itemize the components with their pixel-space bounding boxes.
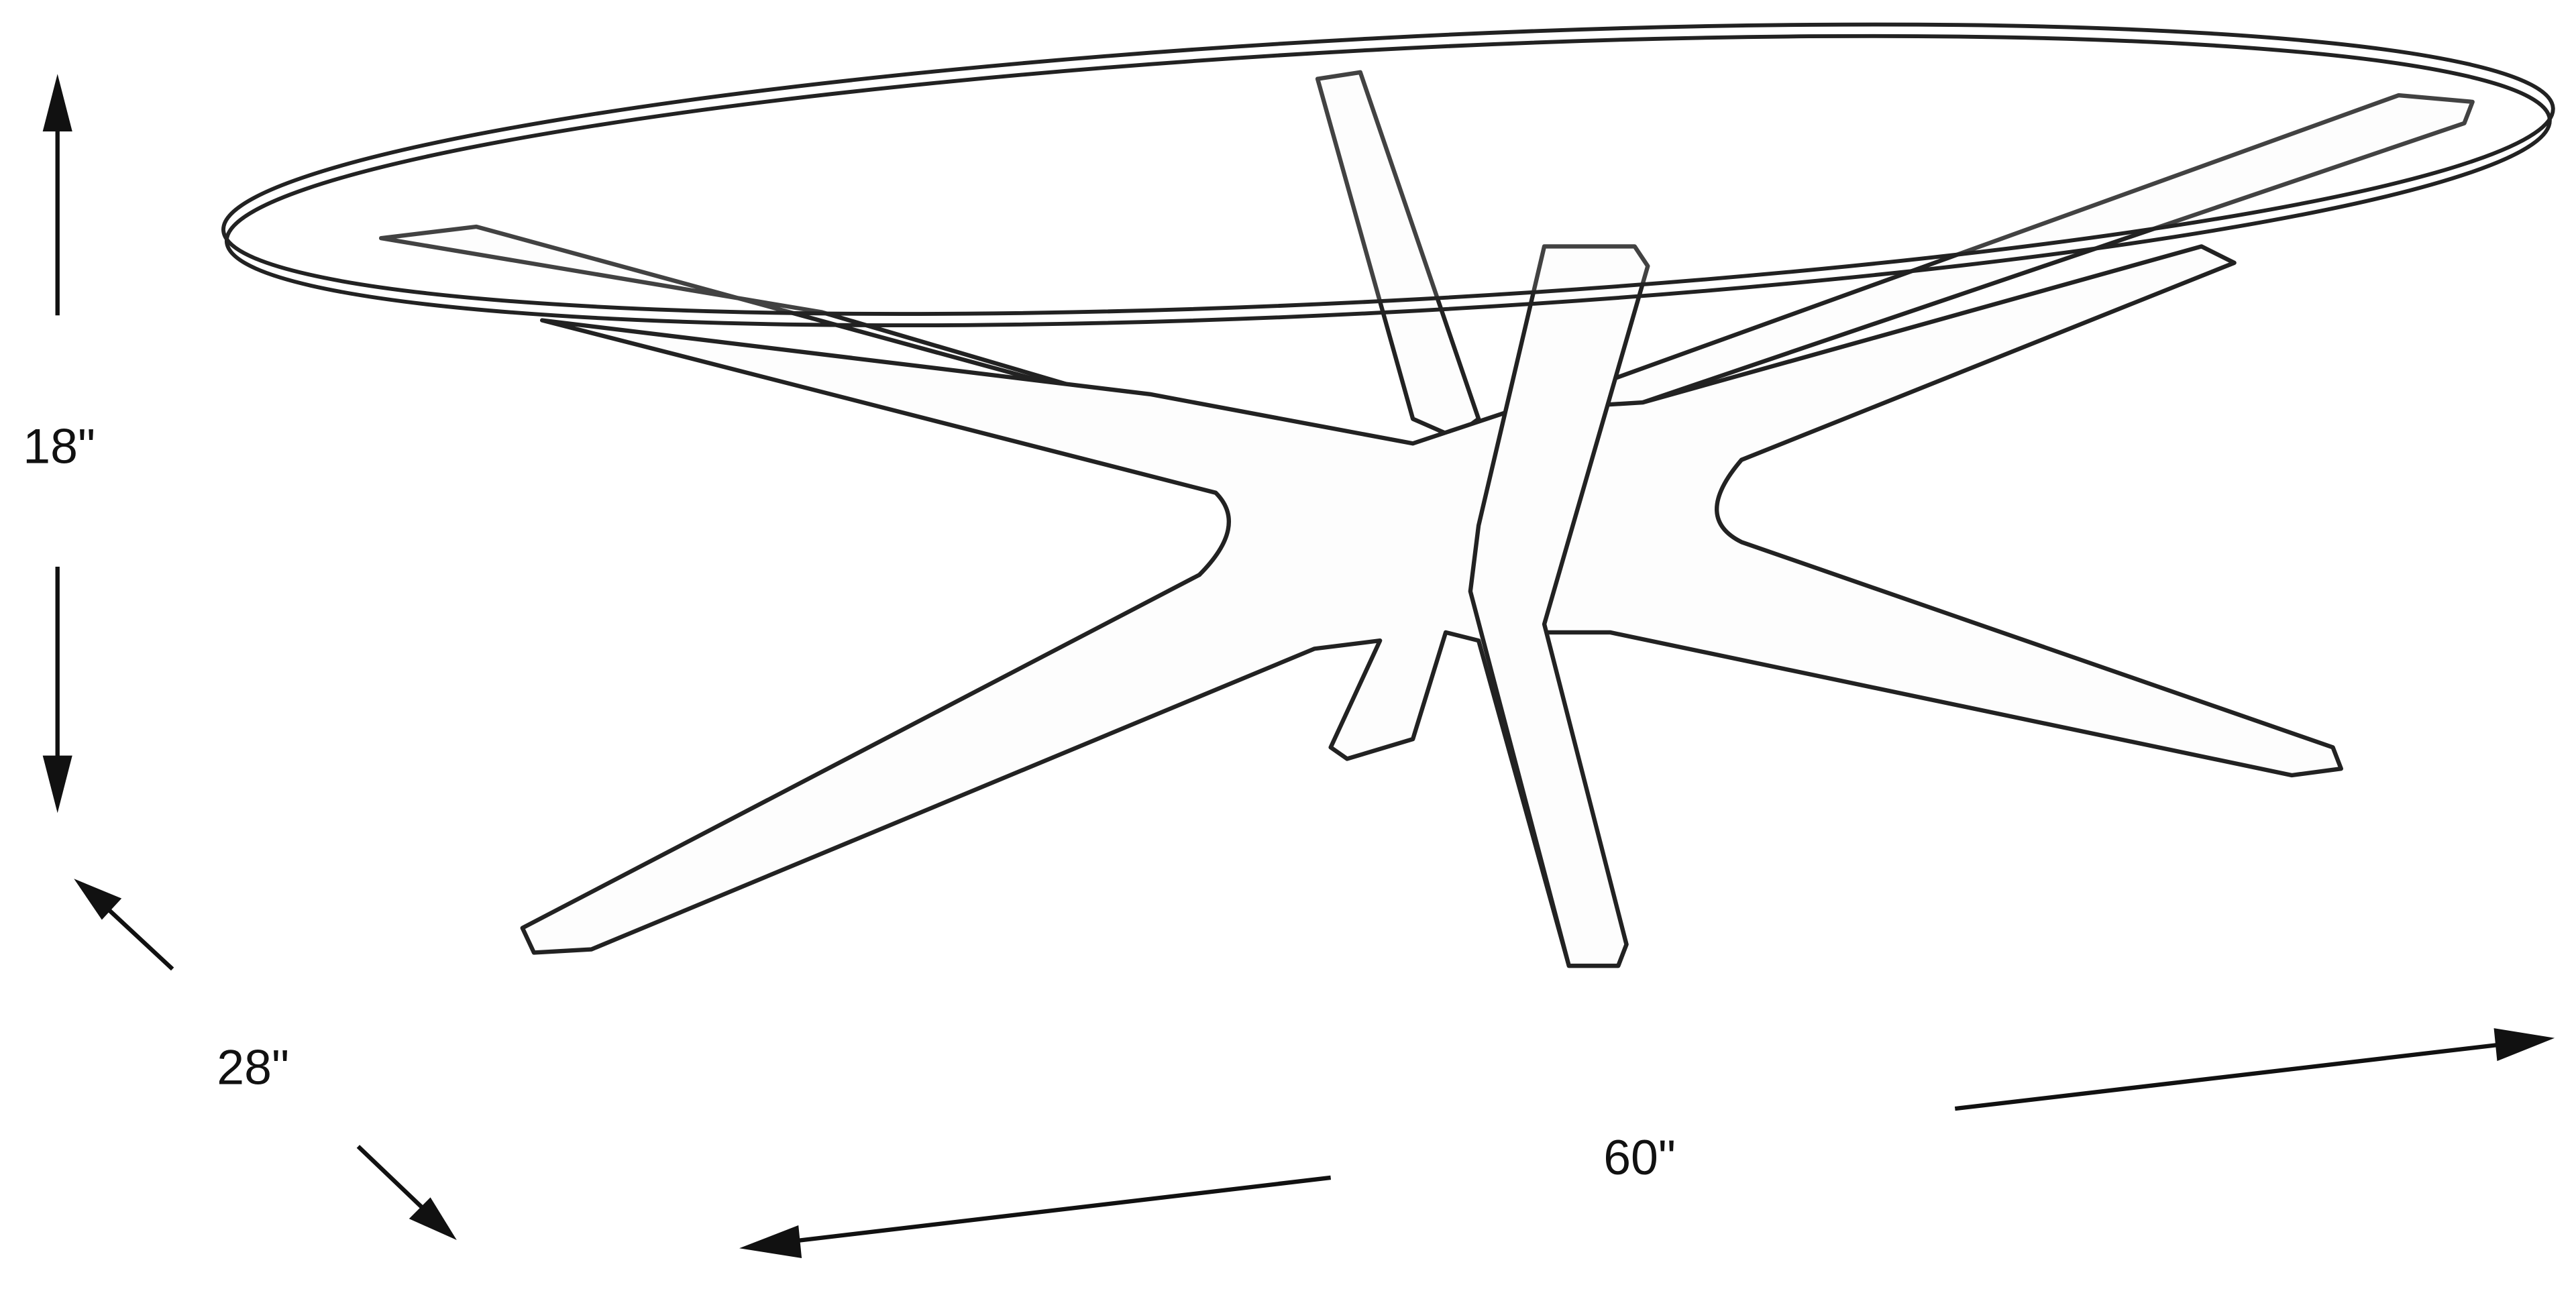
- depth-label: 28": [217, 1039, 289, 1094]
- depth-dimension: 28": [74, 879, 457, 1241]
- width-dimension: 60": [739, 1028, 2555, 1258]
- table-drawing: [221, 22, 2555, 968]
- height-dimension: 18": [23, 74, 95, 813]
- glass-top-edge: [224, 34, 2552, 328]
- height-label: 18": [23, 418, 95, 474]
- width-label: 60": [1603, 1129, 1676, 1185]
- table-leg-front: [1468, 244, 1650, 968]
